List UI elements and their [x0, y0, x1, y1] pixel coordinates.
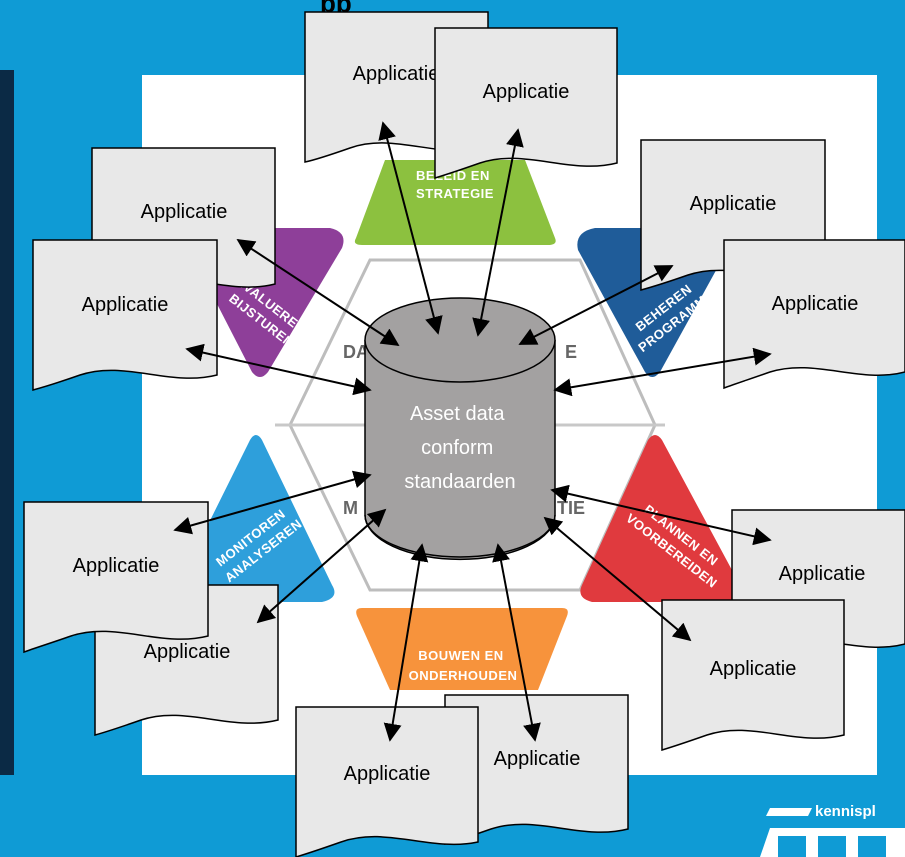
- app-label: Applicatie: [82, 294, 169, 316]
- segment-label-bouwen: BOUWEN EN ONDERHOUDEN: [409, 648, 518, 683]
- logo-text: kennispl: [815, 803, 876, 820]
- hex-label-bottom-left: M: [343, 498, 358, 518]
- app-label: Applicatie: [353, 63, 440, 85]
- app-document-top-right: Applicatie: [434, 27, 618, 180]
- arrow-connector: [543, 516, 692, 642]
- hex-label-bottom-right: TIE: [557, 498, 585, 518]
- app-label: Applicatie: [690, 193, 777, 215]
- app-document-bottom-left: Applicatie: [295, 706, 479, 857]
- arrow-connector: [185, 343, 372, 396]
- arrow-connector: [378, 121, 443, 335]
- arrow-connector: [492, 543, 541, 742]
- arrow-connector: [472, 128, 524, 337]
- app-label: Applicatie: [141, 201, 228, 223]
- app-label: Applicatie: [483, 81, 570, 103]
- app-label: Applicatie: [772, 293, 859, 315]
- arrow-connector: [553, 347, 772, 397]
- arrow-connector: [173, 470, 372, 535]
- connector-arrows: [173, 121, 772, 742]
- app-label: Applicatie: [144, 641, 231, 663]
- arrow-connector: [236, 239, 400, 346]
- app-label: Applicatie: [344, 763, 431, 785]
- app-label: Applicatie: [710, 658, 797, 680]
- arrow-connector: [550, 484, 772, 546]
- app-label: Applicatie: [494, 748, 581, 770]
- arrow-connector: [518, 265, 674, 345]
- arrow-connector: [383, 543, 429, 742]
- app-document-upper-right-2: Applicatie: [723, 239, 905, 390]
- app-label: Applicatie: [779, 563, 866, 585]
- app-document-upper-left-2: Applicatie: [32, 239, 218, 391]
- asset-data-cylinder: [364, 297, 556, 561]
- app-document-lower-left-front: Applicatie: [23, 501, 209, 654]
- kennisplatform-logo: kennispl: [760, 803, 905, 857]
- app-document-lower-right-2: Applicatie: [661, 599, 845, 752]
- left-stripe: [0, 70, 14, 775]
- app-label: Applicatie: [73, 555, 160, 577]
- hex-label-top-right: E: [565, 342, 577, 362]
- center-label: Asset data conform standaarden: [404, 403, 515, 493]
- app-document-bottom-right: Applicatie: [444, 694, 629, 845]
- arrow-connector: [256, 508, 387, 624]
